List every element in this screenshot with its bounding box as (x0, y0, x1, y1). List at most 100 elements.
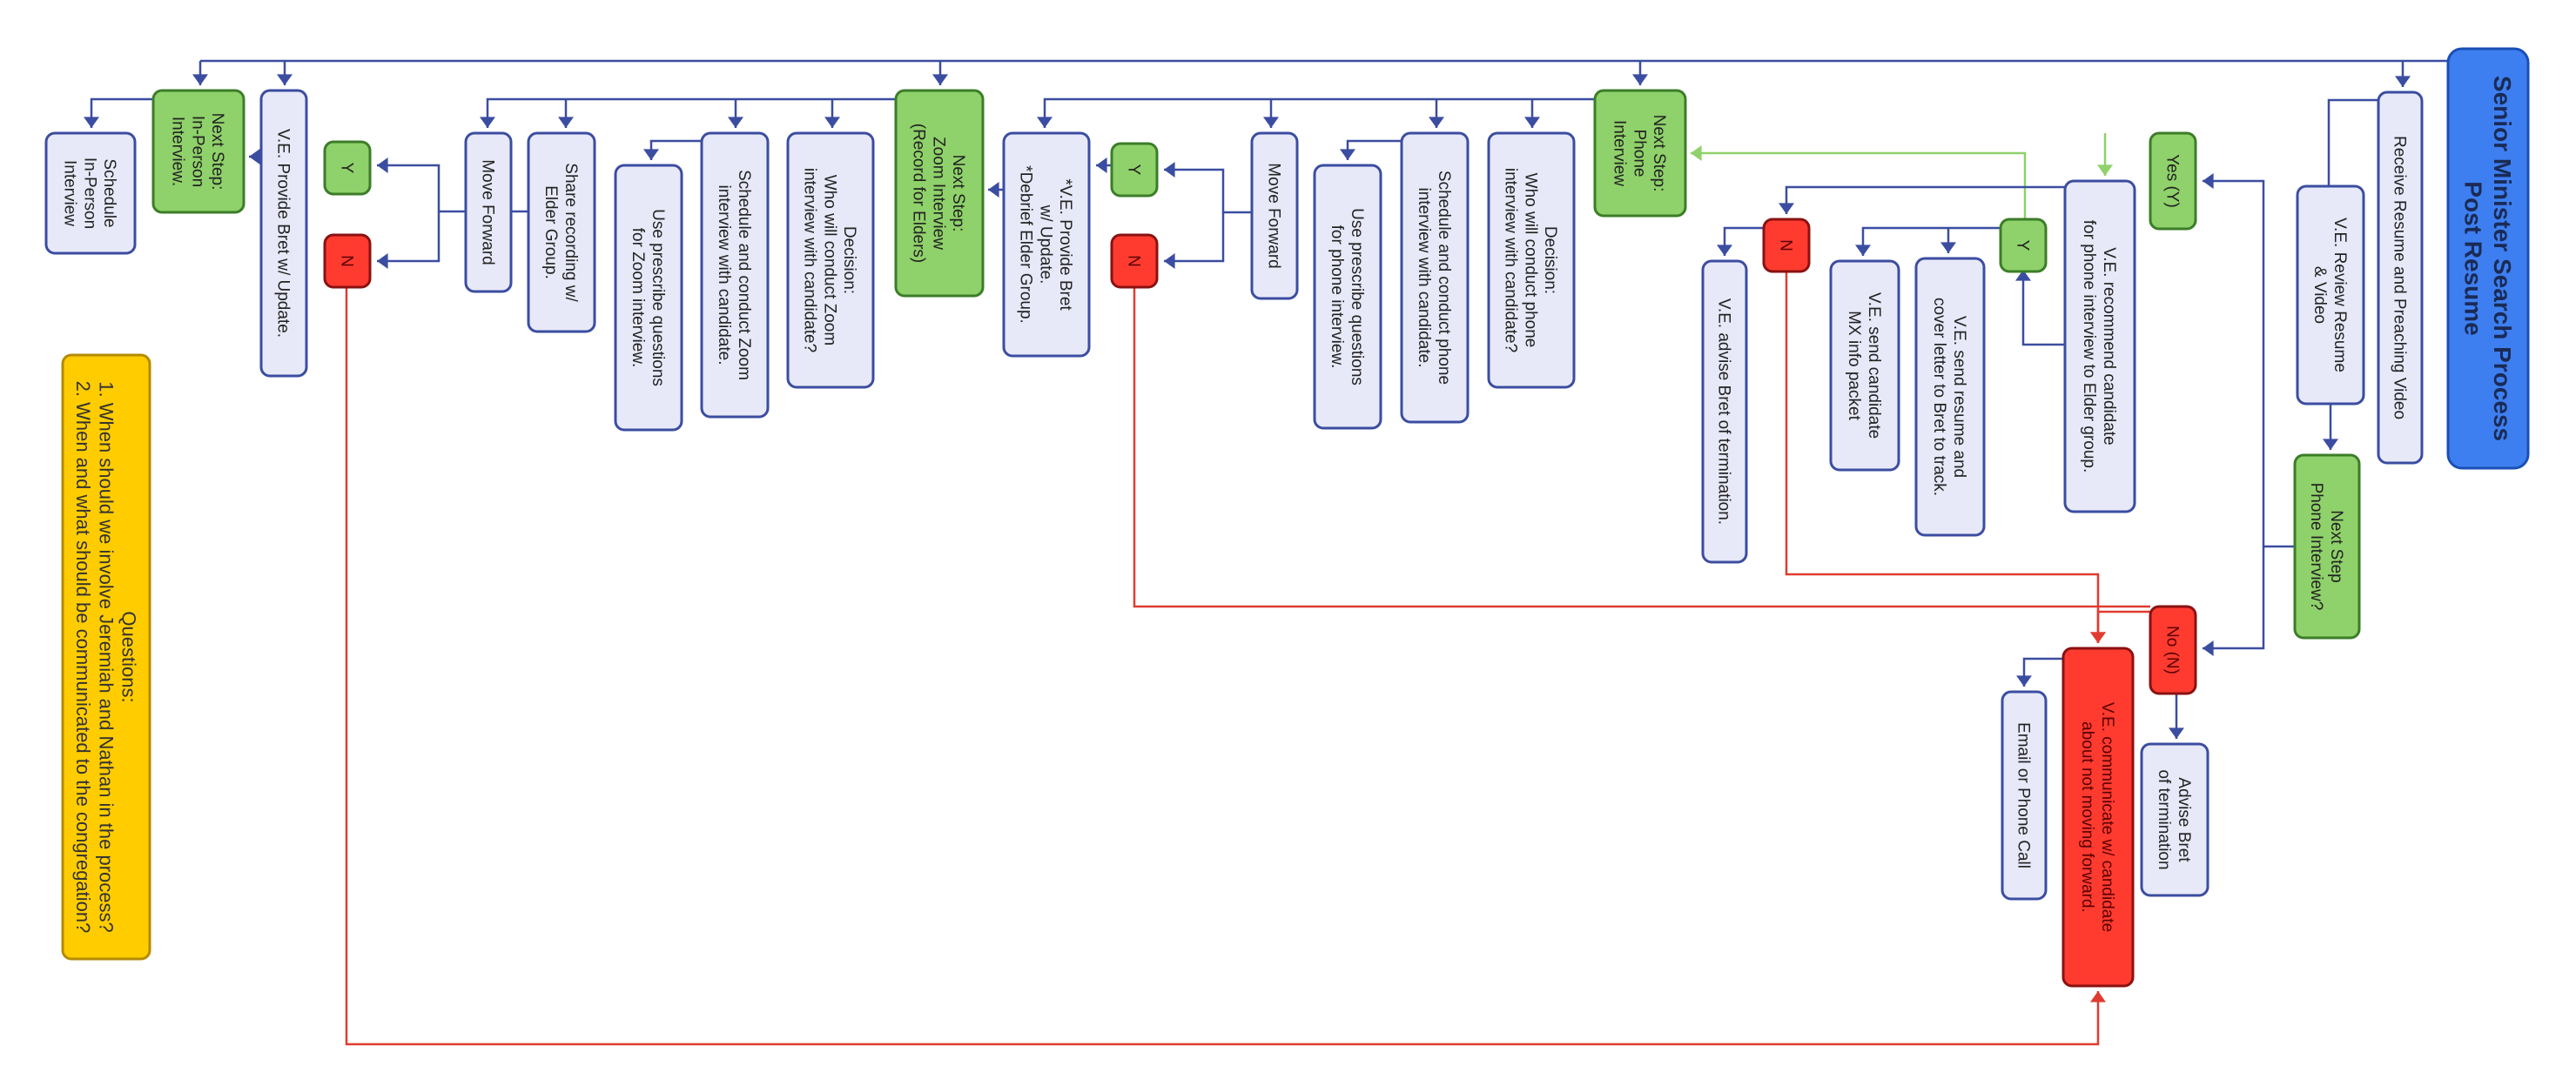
connector-blue (377, 211, 441, 263)
arrowhead (1632, 74, 1648, 85)
node-text: Next Step:Zoom Interview(Record for Elde… (910, 124, 968, 264)
node-box (44, 131, 137, 255)
node-box (2296, 184, 2365, 406)
arrowhead (1429, 117, 1444, 128)
node-box (1110, 233, 1159, 289)
node-box (614, 164, 683, 432)
node-decision-zoom: Decision:Who will conduct Zoominterview … (786, 131, 875, 389)
node-box (1762, 218, 1811, 273)
node-text-line: interview with candidate? (801, 168, 819, 352)
arrowhead (1940, 242, 1956, 253)
node-text-line: N (1124, 255, 1142, 267)
node-text: V.E. Review Resume& Video (2310, 218, 2349, 372)
node-text-line: V.E. communicate w/ candidate (2098, 702, 2116, 932)
connector-red (345, 287, 2100, 1046)
node-send-resume: V.E. send resume andcover letter to Bret… (1914, 257, 1986, 537)
node-text-line: Schedule and conduct phone (1435, 171, 1453, 385)
node-text-line: for phone interview to Elder group. (2080, 220, 2098, 473)
arrowhead (643, 149, 659, 160)
node-box (61, 353, 151, 961)
node-text: Use prescribe questionsfor Zoom intervie… (629, 209, 667, 386)
arrowhead (1691, 145, 1702, 161)
node-moveforward1: Move Forward (1250, 131, 1299, 300)
node-text-line: for Zoom interview. (629, 228, 647, 368)
arrowhead (1096, 158, 1107, 173)
node-text: ScheduleIn-PersonInterview (61, 158, 119, 229)
connector-blue (1785, 185, 2065, 214)
node-text-line: cover letter to Bret to track. (1930, 298, 1948, 496)
arrowhead (2097, 164, 2113, 176)
connector-red (2096, 610, 2150, 643)
node-text-line: of termination (2155, 769, 2173, 869)
node-no: No (N) (2149, 605, 2197, 695)
nodes: Senior Minister Search ProcessPost Resum… (44, 47, 2530, 988)
node-text-line: interview with candidate? (1502, 168, 1520, 352)
node-box (1829, 259, 1900, 472)
node-n1: N (1762, 218, 1811, 273)
node-box (259, 89, 308, 378)
node-communicate: V.E. communicate w/ candidateabout not m… (2061, 647, 2135, 988)
node-text: V.E. send candidateMX info packet (1845, 292, 1883, 439)
node-text-line: Advise Bret (2175, 777, 2193, 862)
node-email: Email or Phone Call (2001, 690, 2048, 901)
node-text: Move Forward (478, 159, 496, 265)
node-provide-bret2: V.E. Provide Bret w/ Update. (259, 89, 308, 378)
node-prescribe-zoom: Use prescribe questionsfor Zoom intervie… (614, 164, 683, 432)
node-text-line: Y (2013, 240, 2031, 251)
node-text: Share recording w/Elder Group. (541, 163, 580, 302)
node-text-line: MX info packet (1845, 311, 1863, 420)
arrowhead (377, 253, 388, 269)
node-y2: Y (1110, 142, 1159, 198)
node-text: V.E. Provide Bret w/ Update. (273, 129, 292, 338)
node-text: No (N) (2162, 626, 2181, 674)
node-text: Y (1124, 164, 1142, 176)
node-box (1999, 218, 2048, 273)
connector-red (1133, 287, 2150, 608)
node-title: Senior Minister Search ProcessPost Resum… (2446, 47, 2530, 470)
connector-blue (1861, 226, 2001, 256)
node-text: *V.E. Provide Bretw/ Update.*Debrief Eld… (1017, 165, 1075, 324)
node-y1: Y (1999, 218, 2048, 273)
node-text: Questions:1. When should we involve Jere… (72, 381, 140, 934)
node-text: N (1124, 255, 1142, 267)
arrowhead (2169, 727, 2184, 739)
node-text-line: Next Step: (1650, 115, 1668, 192)
node-prescribe-phone: Use prescribe questionsfor phone intervi… (1313, 164, 1382, 430)
arrowhead (824, 117, 840, 128)
node-box (1313, 164, 1382, 430)
node-text: V.E. recommend candidatefor phone interv… (2080, 220, 2118, 473)
arrowhead (84, 117, 99, 128)
connector-blue (2203, 179, 2295, 548)
node-box (1914, 257, 1986, 537)
node-text-line: Email or Phone Call (2014, 722, 2032, 868)
node-text-line: N (337, 255, 355, 267)
node-text-line: Senior Minister Search Process (2489, 76, 2516, 441)
node-text-line: (Record for Elders) (910, 124, 928, 264)
node-box (151, 89, 245, 214)
node-text-line: N (1776, 239, 1794, 251)
arrowhead (249, 149, 260, 164)
arrowhead (1164, 162, 1175, 178)
node-text-line: Schedule and conduct Zoom (735, 170, 753, 380)
arrowhead (1779, 203, 1794, 214)
node-n2: N (1110, 233, 1159, 289)
node-text: Decision:Who will conduct Zoominterview … (801, 168, 859, 352)
node-nextstep-inperson: Next Step:In-PersonInterview. (151, 89, 245, 214)
node-share-recording: Share recording w/Elder Group. (527, 131, 596, 333)
node-text-line: V.E. send candidate (1865, 292, 1883, 439)
node-text-line: Next Step (2327, 510, 2345, 582)
node-send-mx: V.E. send candidateMX info packet (1829, 259, 1900, 472)
node-text: Move Forward (1264, 163, 1282, 268)
connector-blue (1164, 168, 1252, 214)
node-text: V.E. advise Bret of termination. (1714, 298, 1732, 525)
connector-blue (2327, 98, 2378, 186)
arrowhead (2090, 632, 2106, 643)
connector-blue (649, 139, 702, 160)
node-text-line: Next Step: (949, 155, 967, 232)
node-text-line: In-Person (80, 158, 98, 229)
arrowhead (1340, 149, 1355, 160)
node-text: Yes (Y) (2162, 154, 2181, 208)
node-text-line: Post Resume (2459, 181, 2486, 335)
node-advise-term1: Advise Bretof termination (2140, 742, 2209, 897)
node-box (2061, 647, 2135, 988)
